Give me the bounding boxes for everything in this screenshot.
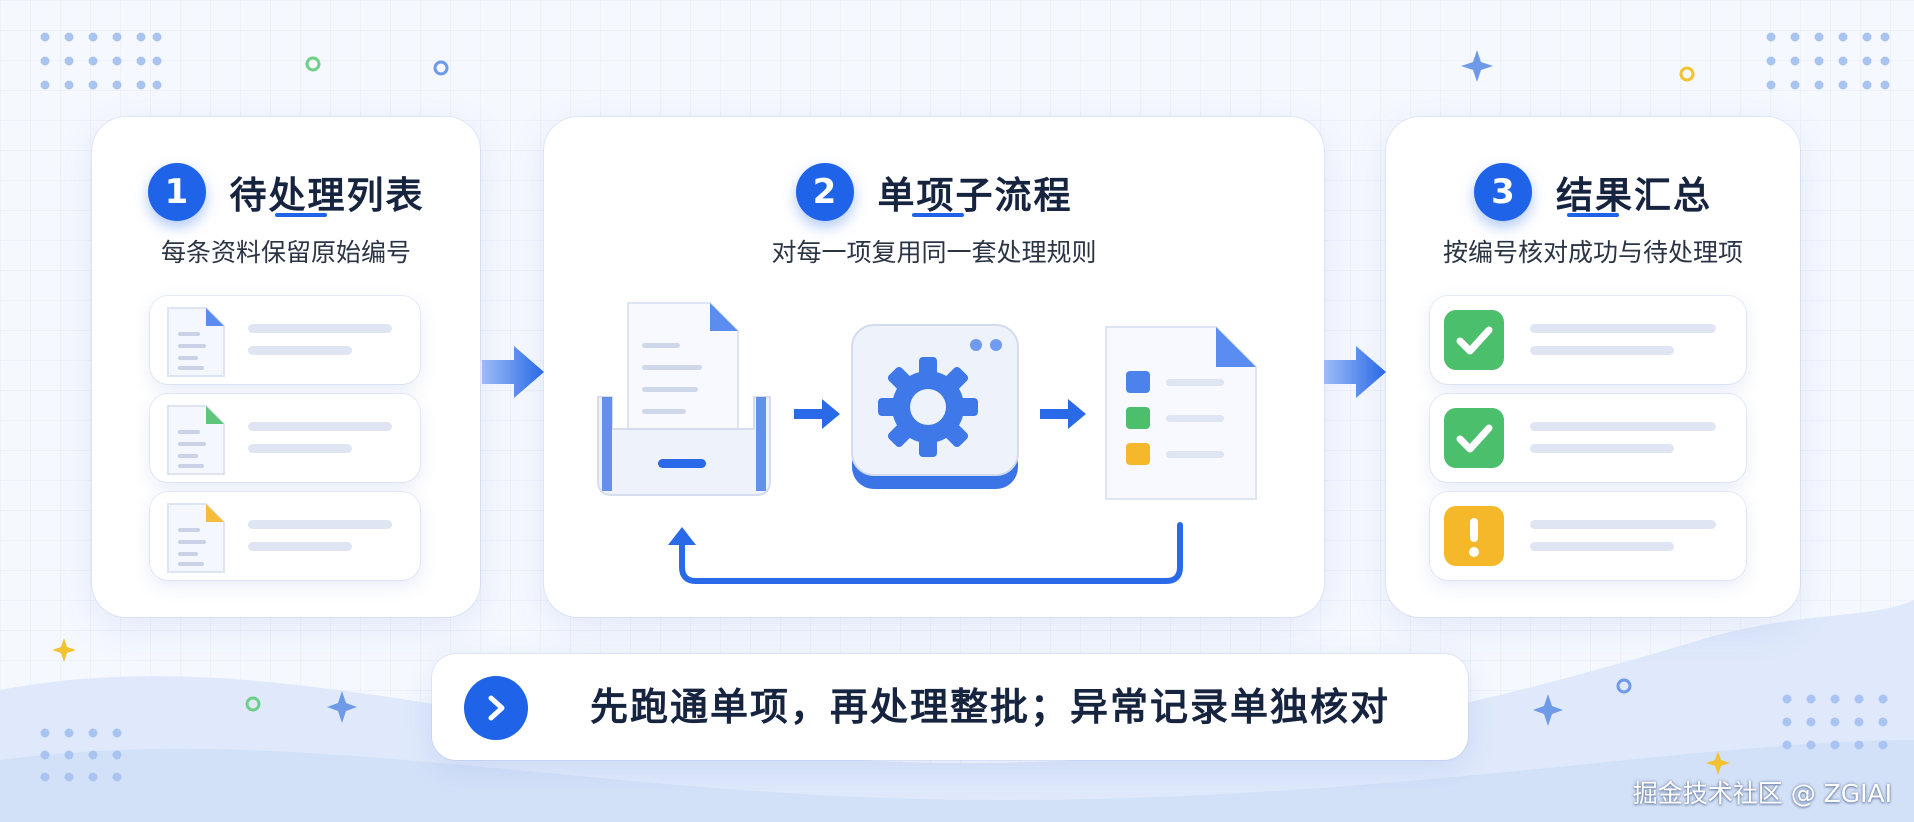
step-subtitle: 对每一项复用同一套处理规则	[771, 238, 1097, 267]
dot-grid-bottom-left	[40, 728, 122, 782]
step-subtitle: 每条资料保留原始编号	[160, 238, 411, 267]
step-header: 3 结果汇总	[1386, 147, 1800, 237]
sparkle-icon	[52, 638, 76, 662]
gear-processor-icon	[851, 324, 1019, 489]
step-header: 2 单项子流程	[544, 147, 1324, 237]
ring-decoration	[1679, 66, 1695, 82]
result-item-success	[1430, 394, 1746, 482]
loop-back-arrow-icon	[668, 522, 1183, 584]
dot-grid-bottom-right	[1782, 694, 1888, 750]
sparkle-icon	[1533, 694, 1563, 726]
step-title: 待处理列表	[229, 174, 425, 217]
small-arrow-icon	[794, 399, 840, 429]
placeholder-line	[1530, 346, 1674, 355]
step-title: 结果汇总	[1556, 174, 1712, 217]
step-header: 1 待处理列表	[92, 147, 480, 237]
document-icon	[167, 503, 225, 573]
watermark: 掘金技术社区 @ ZGIAI	[1632, 779, 1892, 808]
placeholder-line	[248, 444, 352, 453]
document-corner	[206, 504, 224, 522]
ring-decoration	[245, 696, 261, 712]
sparkle-icon	[1461, 50, 1493, 82]
tip-text: 先跑通单项，再处理整批；异常记录单独核对	[590, 685, 1391, 729]
step-number-badge: 2	[795, 163, 854, 221]
flow-arrow-icon	[1324, 346, 1386, 398]
result-item-pending	[1430, 492, 1746, 580]
ring-decoration	[305, 56, 321, 72]
sparkle-icon	[327, 691, 357, 723]
flow-arrow-icon	[482, 346, 544, 398]
result-item-success	[1430, 296, 1746, 384]
step-subtitle: 按编号核对成功与待处理项	[1442, 238, 1743, 267]
dot-grid-top-left	[40, 32, 162, 90]
result-document-icon	[1105, 326, 1257, 500]
ring-decoration	[1616, 678, 1632, 694]
placeholder-line	[248, 422, 392, 431]
document-corner	[206, 406, 224, 424]
pending-item	[150, 394, 420, 482]
check-icon	[1444, 408, 1504, 468]
placeholder-line	[1530, 422, 1716, 431]
placeholder-line	[1530, 324, 1716, 333]
pending-item	[150, 492, 420, 580]
step-number-badge: 1	[147, 163, 206, 221]
check-icon	[1444, 310, 1504, 370]
document-icon	[167, 307, 225, 377]
document-icon	[167, 405, 225, 475]
sparkle-icon	[1706, 751, 1730, 775]
inbox-document-icon	[597, 302, 771, 496]
placeholder-line	[248, 542, 352, 551]
exclamation-icon	[1444, 506, 1504, 566]
placeholder-line	[1530, 520, 1716, 529]
gear-icon	[878, 357, 978, 457]
tip-banner: 先跑通单项，再处理整批；异常记录单独核对	[432, 654, 1468, 760]
placeholder-line	[1530, 542, 1674, 551]
dot-grid-top-right	[1766, 32, 1890, 90]
placeholder-line	[248, 520, 392, 529]
title-underline	[1567, 213, 1619, 217]
ring-decoration	[433, 60, 449, 76]
small-arrow-icon	[1040, 399, 1086, 429]
placeholder-line	[248, 346, 352, 355]
document-corner	[206, 308, 224, 326]
placeholder-line	[248, 324, 392, 333]
pending-item	[150, 296, 420, 384]
placeholder-line	[1530, 444, 1674, 453]
step-card-single-flow: 2 单项子流程 对每一项复用同一套处理规则	[544, 117, 1324, 617]
chevron-right-icon	[464, 676, 528, 740]
title-underline	[275, 213, 327, 217]
title-underline	[912, 213, 964, 217]
step-title: 单项子流程	[877, 174, 1073, 217]
step-number-badge: 3	[1474, 163, 1532, 221]
